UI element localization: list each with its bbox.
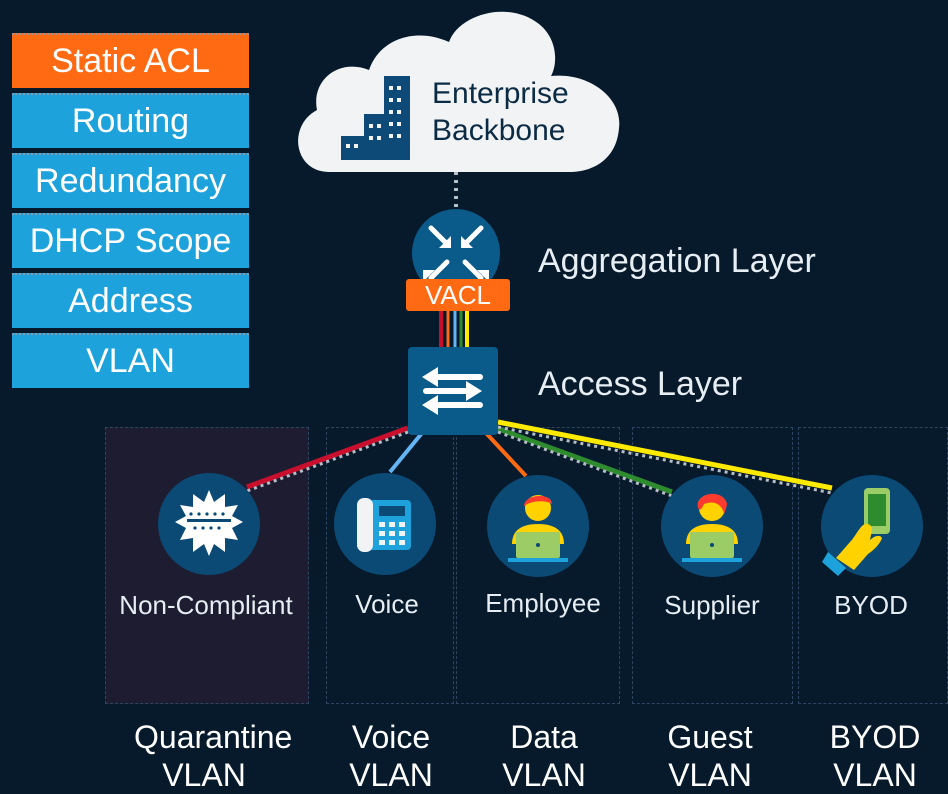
vlan-box-voice bbox=[326, 427, 454, 704]
ip-phone-icon bbox=[334, 473, 436, 575]
vlan-label-line1: Quarantine bbox=[134, 719, 293, 755]
virus-icon bbox=[158, 473, 260, 575]
access-layer-label: Access Layer bbox=[538, 365, 743, 403]
stack-routing: Routing bbox=[12, 93, 249, 148]
cloud-line1: Enterprise bbox=[432, 77, 569, 110]
stack-static-acl: Static ACL bbox=[12, 33, 249, 88]
link-byod-dotted bbox=[497, 425, 833, 495]
building-icon bbox=[341, 76, 410, 160]
vlan-label-line2: VLAN bbox=[162, 757, 246, 793]
vacl-badge: VACL bbox=[406, 279, 510, 311]
cloud-line2: Backbone bbox=[432, 114, 566, 147]
vlan-label-byod: BYOD VLAN bbox=[805, 718, 945, 794]
cloud-label: Enterprise Backbone bbox=[432, 75, 569, 149]
endpoint-label-byod: BYOD bbox=[834, 590, 908, 620]
vlan-label-guest: Guest VLAN bbox=[640, 718, 780, 794]
mobile-hand-icon bbox=[821, 475, 923, 577]
vlan-label-quarantine: Quarantine VLAN bbox=[134, 718, 293, 794]
vlan-label-voice: Voice VLAN bbox=[321, 718, 461, 794]
stack-redundancy: Redundancy bbox=[12, 153, 249, 208]
employee-icon bbox=[487, 475, 589, 577]
aggregation-layer-label: Aggregation Layer bbox=[538, 242, 816, 280]
link-supplier-dotted bbox=[497, 430, 673, 498]
link-byod bbox=[497, 419, 833, 491]
endpoint-label-employee: Employee bbox=[485, 588, 601, 618]
vlan-label-line1: Voice bbox=[351, 719, 431, 755]
cloud-icon bbox=[298, 11, 620, 173]
stack-dhcp-scope: DHCP Scope bbox=[12, 213, 249, 268]
vlan-label-data: Data VLAN bbox=[474, 718, 614, 794]
vlan-label-line1: Data bbox=[510, 719, 578, 755]
vlan-label-line1: BYOD bbox=[829, 719, 921, 755]
access-switch-icon bbox=[408, 347, 498, 435]
aggregation-switch-icon bbox=[412, 209, 500, 297]
stack-vlan: VLAN bbox=[12, 333, 249, 388]
vlan-label-line2: VLAN bbox=[349, 757, 433, 793]
stack-address: Address bbox=[12, 273, 249, 328]
vlan-label-line2: VLAN bbox=[668, 757, 752, 793]
vlan-box-guest bbox=[632, 427, 793, 704]
link-voice bbox=[388, 431, 424, 474]
vlan-label-line2: VLAN bbox=[833, 757, 917, 793]
endpoint-label-voice: Voice bbox=[355, 589, 419, 619]
link-non-compliant bbox=[246, 425, 409, 490]
endpoint-label-supplier: Supplier bbox=[664, 590, 760, 620]
link-non-compliant-dotted bbox=[246, 430, 409, 493]
link-employee bbox=[484, 431, 528, 478]
vlan-label-line1: Guest bbox=[667, 719, 753, 755]
vlan-label-line2: VLAN bbox=[502, 757, 586, 793]
endpoint-label-non-compliant: Non-Compliant bbox=[119, 590, 293, 620]
link-supplier bbox=[495, 425, 673, 495]
supplier-icon bbox=[661, 475, 763, 577]
